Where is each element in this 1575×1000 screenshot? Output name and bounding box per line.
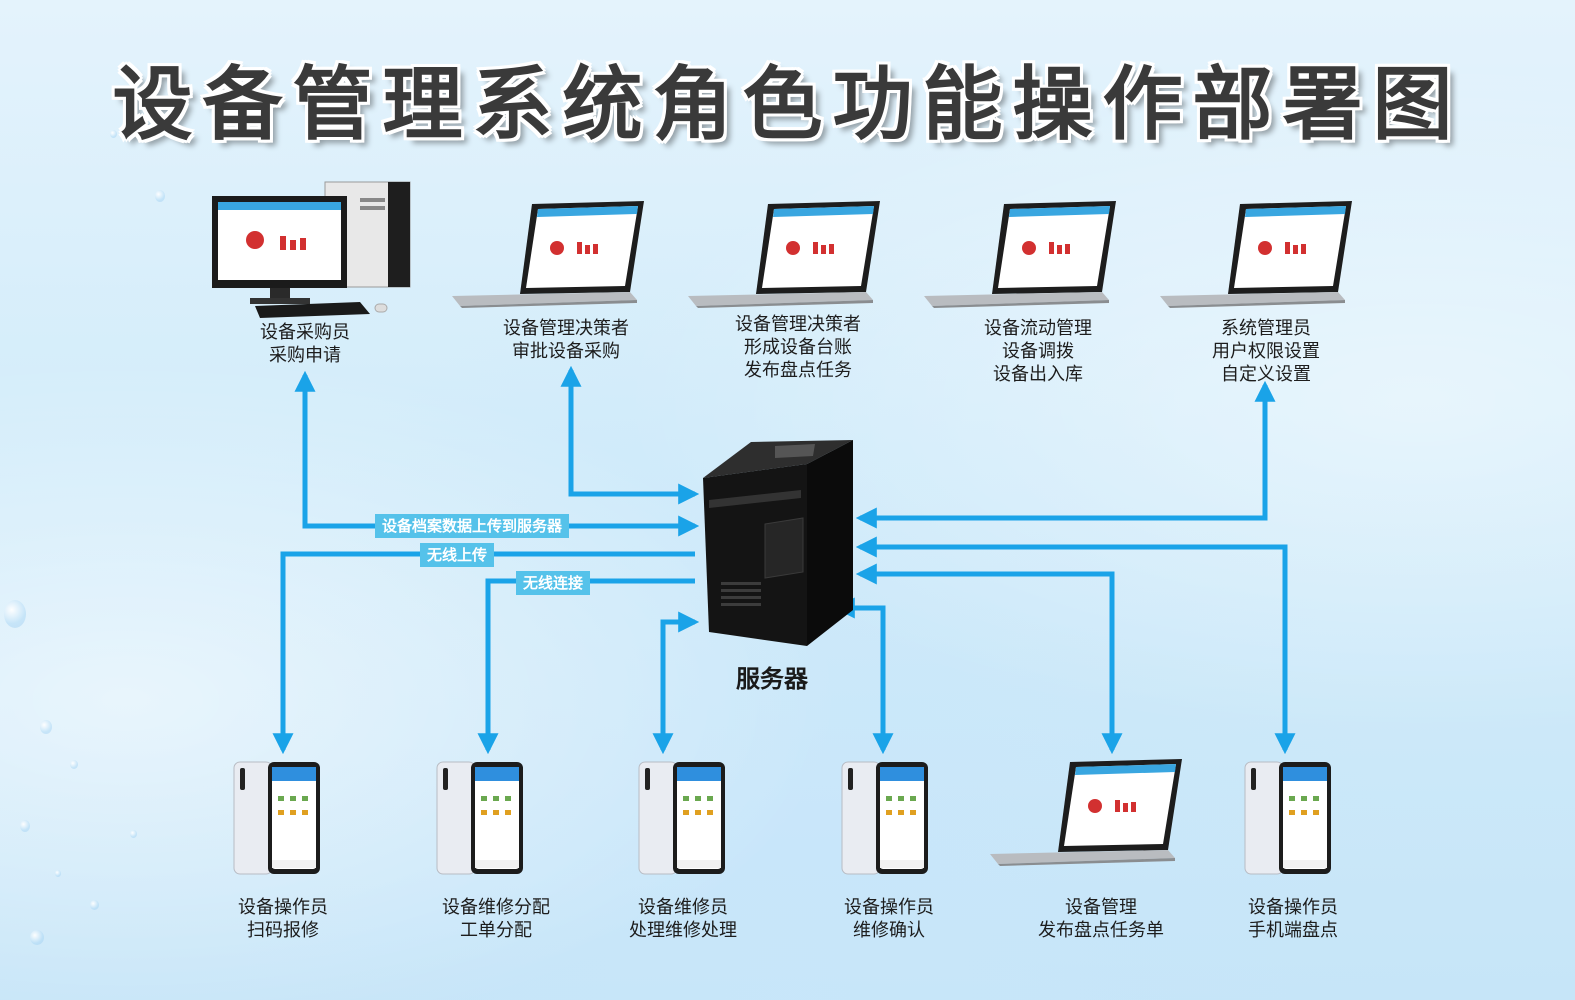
role-label-mobile-inventory: 设备操作员 手机端盘点: [1248, 897, 1338, 941]
smartphone-icon: [233, 761, 320, 875]
laptop-icon: [924, 201, 1116, 308]
connector-repairer: [652, 611, 700, 755]
water-droplet: [55, 870, 61, 877]
laptop-icon: [1160, 201, 1352, 308]
role-label-inventory-task: 设备管理 发布盘点任务单: [1038, 897, 1164, 941]
laptop-icon: [452, 201, 644, 308]
server-tower-icon: [703, 440, 853, 646]
server-label: 服务器: [736, 665, 808, 693]
water-droplet: [70, 760, 78, 769]
connector-approver: [560, 365, 700, 505]
connector-sysadmin: [855, 380, 1276, 529]
water-droplet: [130, 830, 137, 838]
smartphone-icon: [436, 761, 523, 875]
label-wireless-upload: 无线上传: [420, 543, 495, 567]
role-label-scan-repair: 设备操作员 扫码报修: [238, 897, 328, 941]
water-droplet: [90, 900, 99, 910]
water-droplet: [30, 930, 44, 945]
connector-scan-repair: [272, 551, 695, 755]
water-droplet: [155, 190, 165, 202]
label-upload-archive: 设备档案数据上传到服务器: [375, 514, 570, 538]
role-label-sysadmin: 系统管理员 用户权限设置 自定义设置: [1212, 318, 1320, 385]
laptop-icon: [990, 759, 1182, 866]
page-title: 设备管理系统角色功能操作部署图: [112, 58, 1463, 151]
role-label-ledger: 设备管理决策者 形成设备台账 发布盘点任务: [735, 314, 861, 381]
role-label-repairer: 设备维修员 处理维修处理: [629, 897, 737, 941]
connector-inventory-task: [855, 563, 1123, 755]
connector-work-order: [477, 578, 695, 755]
role-label-repair-confirm: 设备操作员 维修确认: [844, 897, 934, 941]
connector-mobile-inventory: [855, 536, 1296, 755]
role-label-flow-management: 设备流动管理 设备调拨 设备出入库: [984, 318, 1092, 385]
smartphone-icon: [841, 761, 928, 875]
role-label-work-order: 设备维修分配 工单分配: [442, 897, 550, 941]
smartphone-icon: [638, 761, 725, 875]
role-label-purchaser: 设备采购员 采购申请: [260, 322, 350, 366]
role-label-approver: 设备管理决策者 审批设备采购: [503, 318, 629, 362]
laptop-icon: [688, 201, 880, 308]
water-droplet: [4, 600, 26, 628]
water-droplet: [40, 720, 52, 734]
water-droplet: [110, 130, 117, 138]
smartphone-icon: [1244, 761, 1331, 875]
connector-purchaser: [294, 370, 700, 537]
label-wireless-connect: 无线连接: [516, 571, 591, 595]
water-droplet: [20, 820, 30, 832]
desktop-computer-icon: [212, 181, 411, 318]
